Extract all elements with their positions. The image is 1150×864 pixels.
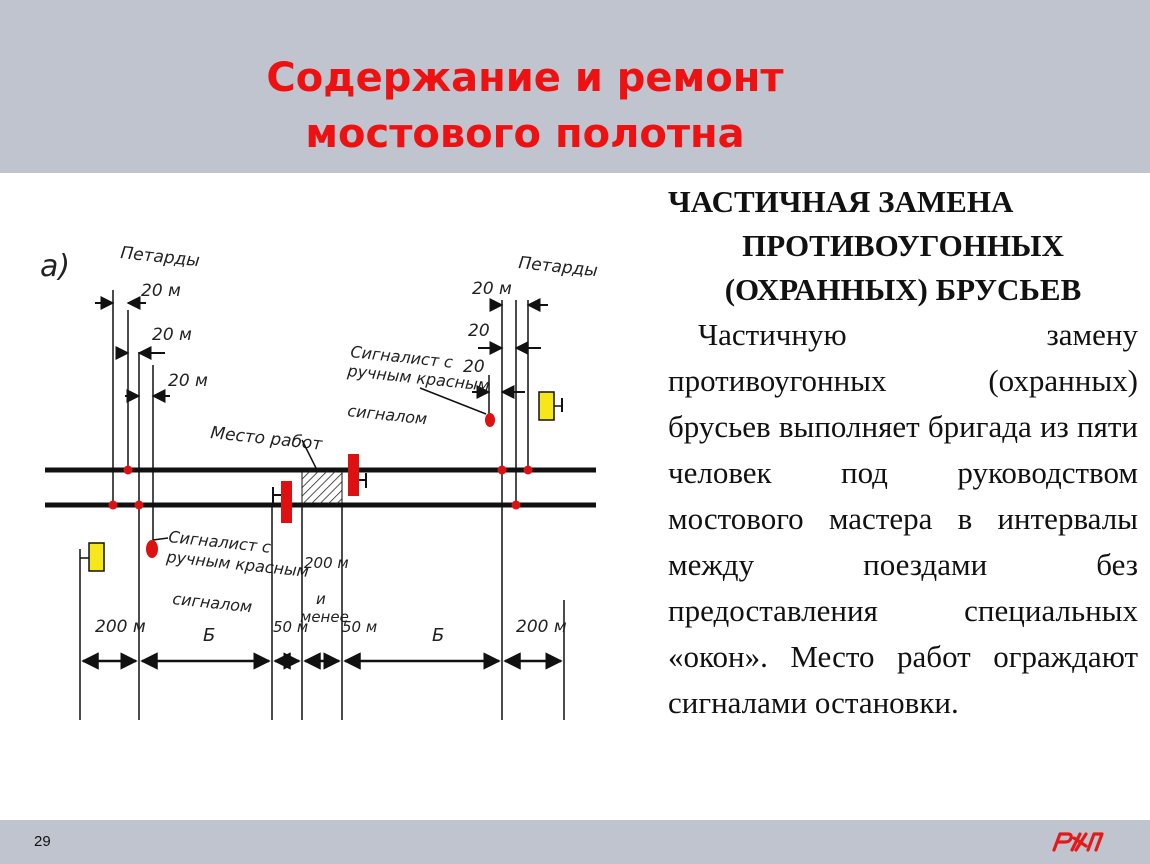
section-heading-line3: (ОХРАННЫХ) БРУСЬЕВ xyxy=(724,272,1082,307)
right-yellow-signal xyxy=(538,391,555,421)
footer-band xyxy=(0,820,1150,864)
label-200m-or-less-1: 200 м xyxy=(304,554,349,572)
label-200m-or-less-2: и xyxy=(316,590,326,608)
label-signalman-bottom-3: сигналом xyxy=(172,589,254,616)
section-heading-line1: ЧАСТИЧНАЯ ЗАМЕНА xyxy=(668,184,1014,219)
slide-title-line2: мостового полотна xyxy=(305,111,745,157)
diagram-label-a: а) xyxy=(40,249,70,284)
label-petardy-left: Петарды xyxy=(119,243,200,271)
label-50m-left: 50 м xyxy=(273,618,308,636)
header-band xyxy=(0,0,1150,173)
label-50m-right: 50 м xyxy=(342,618,377,636)
work-zone-hatch xyxy=(301,469,343,506)
label-20m-left-2: 20 м xyxy=(152,325,192,345)
work-place-leader xyxy=(301,439,319,473)
left-petard-dimensions xyxy=(95,296,170,403)
stop-signal-left xyxy=(281,481,292,523)
body-paragraph: Частичную замену противоугонных (охранны… xyxy=(668,317,1138,720)
left-yellow-signal xyxy=(88,542,105,572)
label-200m-or-less-3: менее xyxy=(300,608,349,626)
label-B-right: Б xyxy=(432,625,444,646)
left-petard-markers xyxy=(108,465,144,510)
dimension-extension-lines xyxy=(271,505,565,720)
section-heading-line2: ПРОТИВОУГОННЫХ xyxy=(742,228,1064,263)
label-20m-left-1: 20 м xyxy=(141,281,181,301)
label-20-right-2: 20 xyxy=(463,357,485,377)
page-number: 29 xyxy=(34,833,51,850)
rzd-logo xyxy=(1052,832,1104,852)
label-signalman-top-3: сигналом xyxy=(347,401,429,428)
content-text-block: ЧАСТИЧНАЯ ЗАМЕНА ПРОТИВОУГОННЫХ (ОХРАННЫ… xyxy=(668,180,1138,726)
label-20m-left-3: 20 м xyxy=(168,371,208,391)
signalman-top-red-signal xyxy=(485,413,495,427)
label-200m-left: 200 м xyxy=(95,617,146,637)
signalman-bottom-red-signal xyxy=(146,540,158,558)
right-petard-markers xyxy=(497,465,533,510)
label-20m-right: 20 м xyxy=(472,279,512,299)
slide-title-line1: Содержание и ремонт xyxy=(266,55,784,101)
section-heading: ЧАСТИЧНАЯ ЗАМЕНА ПРОТИВОУГОННЫХ (ОХРАННЫ… xyxy=(668,180,1138,312)
label-petardy-right: Петарды xyxy=(517,253,598,281)
right-petard-dimensions xyxy=(472,298,548,399)
stop-signal-right xyxy=(348,454,359,496)
signalman-bottom-leader xyxy=(152,537,169,541)
label-20-right-1: 20 xyxy=(468,321,490,341)
slide-title: Содержание и ремонт мостового полотна xyxy=(180,50,870,162)
label-200m-right: 200 м xyxy=(516,617,567,637)
signalman-top-leader xyxy=(419,387,487,415)
label-B-left: Б xyxy=(203,625,215,646)
right-petard-lines xyxy=(488,300,529,720)
track-protection-diagram: а) Петарды 20 м 20 м 20 м xyxy=(40,243,599,720)
